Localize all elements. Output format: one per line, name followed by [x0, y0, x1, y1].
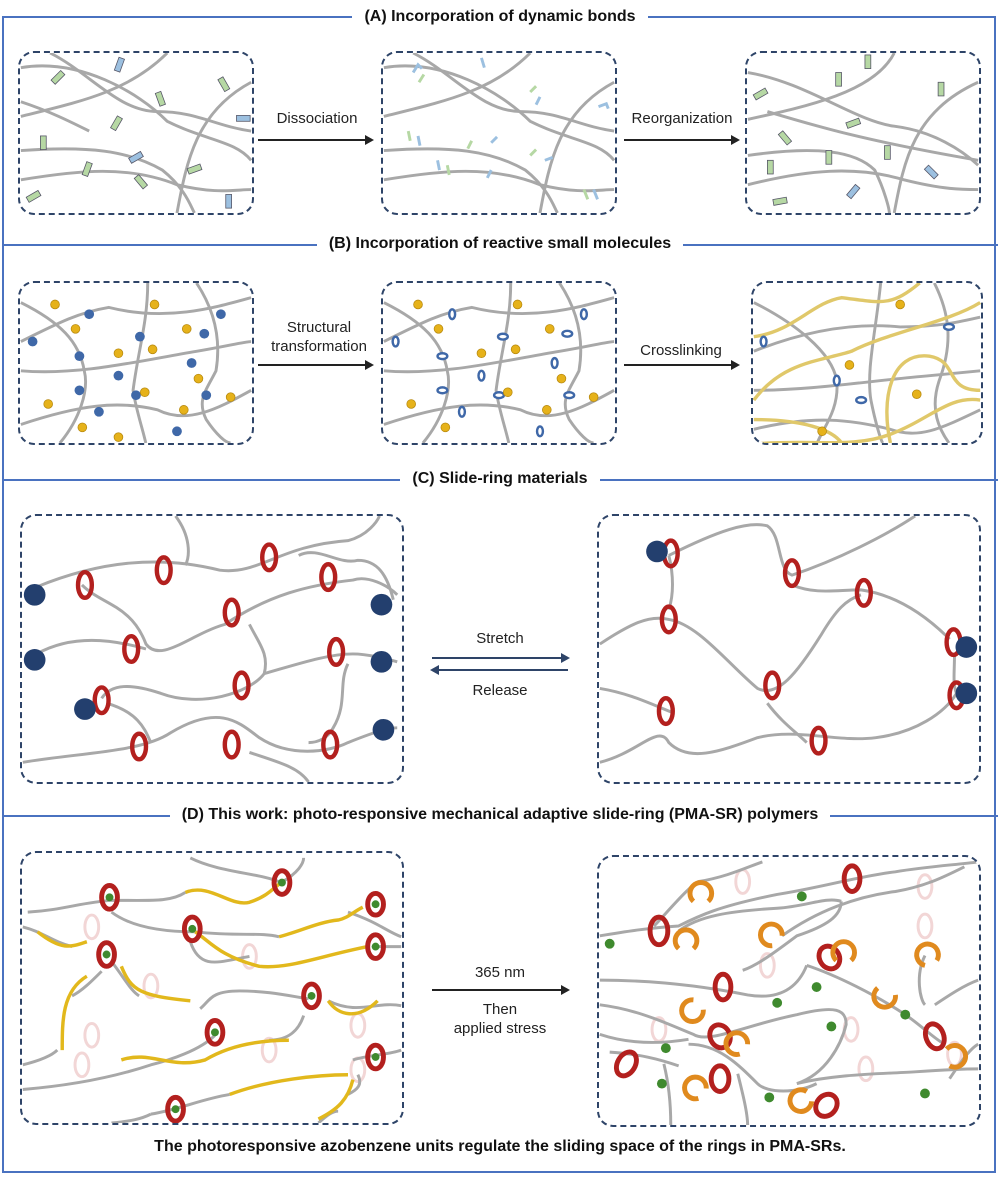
panel-c2-stretched-slide-ring [597, 514, 981, 784]
background-ring-faded [73, 913, 367, 1084]
crosslink-chain [753, 283, 981, 443]
transformed-site-icon [391, 308, 589, 438]
panel-b3-crosslinked-network [751, 281, 983, 445]
crosslinking-arrow [624, 360, 740, 370]
ring-icon [75, 542, 346, 762]
reorganization-arrow [624, 135, 740, 145]
azobenzene-unit [36, 881, 379, 1121]
wavelength-label: 365 nm [474, 964, 526, 981]
figure-caption: The photoresponsive azobenzene units reg… [154, 1138, 846, 1155]
reactive-site-icon [27, 309, 226, 437]
small-molecule-icon [817, 299, 922, 437]
panel-b1-small-molecule-network [18, 281, 254, 445]
panel-a1-dynamic-network [18, 51, 254, 215]
applied-stress-label: Then applied stress [430, 1000, 570, 1038]
network-graphic [20, 53, 252, 213]
label-line: applied stress [453, 1020, 547, 1037]
network-graphic [383, 283, 615, 443]
small-molecule-icon [43, 299, 236, 442]
stretch-arrow [432, 653, 570, 663]
release-label: Release [472, 682, 528, 699]
panel-a3-reorganized-network [745, 51, 981, 215]
section-a-title: (A) Incorporation of dynamic bonds [0, 8, 1000, 26]
slide-ring-graphic [599, 516, 978, 764]
label-line: Structural [286, 319, 352, 336]
small-molecule-icon [406, 299, 599, 433]
reorganization-label: Reorganization [631, 110, 733, 127]
release-arrow [430, 665, 568, 675]
panel-d2-pma-sr-after-irradiation [597, 855, 981, 1127]
dissociation-label: Dissociation [276, 110, 358, 127]
polymer-chain [599, 860, 979, 1125]
label-line: transformation [271, 338, 367, 355]
stretch-label: Stretch [476, 630, 524, 647]
ring-orange-open-icon [672, 880, 969, 1114]
pma-sr-graphic [22, 856, 402, 1123]
network-graphic [753, 283, 981, 443]
pma-sr-graphic [599, 860, 979, 1125]
label-line: Then [482, 1001, 518, 1018]
structural-transformation-arrow [258, 360, 374, 370]
stopper-icon [23, 583, 395, 741]
dynamic-bond-icon [25, 56, 251, 209]
network-graphic [383, 53, 615, 213]
slide-ring-graphic [22, 516, 399, 782]
ring-icon [656, 538, 966, 756]
green-unit-icon [604, 891, 930, 1103]
section-b-title: (B) Incorporation of reactive small mole… [0, 235, 1000, 253]
ring-with-green-unit [96, 868, 386, 1123]
panel-b2-transformed-network [381, 281, 617, 445]
dissociation-arrow [258, 135, 374, 145]
panel-a2-dissociated-network [381, 51, 617, 215]
crosslinking-label: Crosslinking [640, 342, 722, 359]
background-ring-faded [650, 868, 963, 1083]
panel-d1-pma-sr-initial [20, 851, 404, 1125]
section-c-title: (C) Slide-ring materials [0, 470, 1000, 488]
polymer-chain [22, 856, 402, 1123]
section-d-title: (D) This work: photo-responsive mechanic… [0, 806, 1000, 824]
stopper-icon [646, 540, 978, 705]
panel-c1-relaxed-slide-ring [20, 514, 404, 784]
broken-bond-icon [406, 57, 610, 200]
structural-transformation-label: Structural transformation [262, 318, 376, 356]
network-graphic [747, 53, 979, 213]
network-graphic [20, 283, 252, 443]
irradiation-arrow [432, 985, 570, 995]
